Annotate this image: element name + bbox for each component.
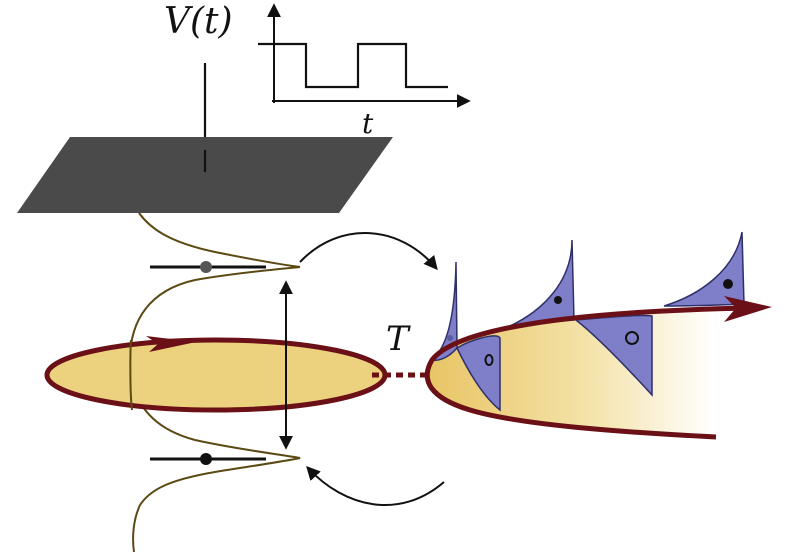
- state-marker-3: [554, 296, 562, 304]
- fin-5: [663, 231, 745, 307]
- electron-lower: [200, 453, 212, 465]
- curved-arrow-icon: [306, 465, 445, 506]
- state-marker-2: [484, 354, 494, 366]
- state-marker-4: [625, 331, 639, 345]
- voltage-pulse-plot: V(t) t: [164, 1, 471, 140]
- gate-electrode: [17, 137, 393, 213]
- square-wave: [258, 42, 448, 89]
- potential-profile-curve-front: [129, 339, 133, 411]
- orbit-arrowhead-icon: [724, 296, 772, 322]
- voltage-label: V(t): [164, 1, 233, 42]
- state-marker-1: [447, 335, 453, 341]
- tunnel-label: T: [386, 319, 411, 359]
- orbit-ring-left: [44, 337, 388, 413]
- energy-levels: [150, 261, 293, 465]
- curved-arrow-icon: [299, 232, 438, 271]
- electron-upper: [200, 261, 212, 273]
- orbit-stroke-right: [424, 305, 749, 440]
- fin-4: [574, 314, 653, 397]
- fin-3: [507, 239, 575, 328]
- time-axis-label: t: [362, 107, 374, 140]
- state-marker-5: [723, 279, 733, 289]
- orbit-arrow-left: [146, 336, 196, 352]
- quasiparticle-fins: [429, 231, 745, 412]
